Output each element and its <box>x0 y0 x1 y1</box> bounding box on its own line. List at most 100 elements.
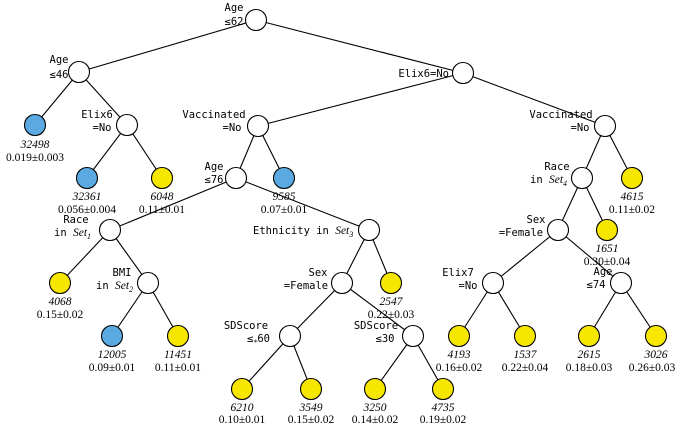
node-race-set4 <box>570 166 594 190</box>
leaf-32361 <box>75 166 99 190</box>
edge <box>557 229 622 284</box>
split-label: BMI <box>113 267 132 279</box>
node-elix6-b <box>115 113 139 137</box>
leaf-1651 <box>595 218 619 242</box>
leaf-count: 4615 <box>621 191 644 203</box>
leaf-count: 12005 <box>98 349 127 361</box>
split-label: =Female <box>284 280 328 292</box>
leaf-value: 0.07±0.01 <box>261 204 308 216</box>
leaf-3250 <box>363 377 387 401</box>
leaf-count: 4193 <box>448 349 471 361</box>
edge <box>109 177 237 231</box>
node-ethnicity <box>357 218 381 242</box>
node-age74 <box>609 271 633 295</box>
leaf-count: 6048 <box>151 191 174 203</box>
node-sex-right <box>546 218 570 242</box>
node-race-set1 <box>98 218 122 242</box>
split-label: =No <box>93 122 112 134</box>
split-label: =No <box>459 280 478 292</box>
leaf-3026 <box>644 324 668 348</box>
leaf-value: 0.15±0.02 <box>288 414 335 426</box>
split-label: in Set1 <box>54 227 91 241</box>
leaf-count: 6210 <box>231 402 254 414</box>
split-label: =No <box>223 122 242 134</box>
edge <box>462 72 606 127</box>
leaf-value: 0.11±0.01 <box>155 362 201 374</box>
split-label: in Set2 <box>96 280 133 294</box>
edge <box>34 71 80 126</box>
leaf-count: 2615 <box>578 349 601 361</box>
leaf-count: 32361 <box>72 191 102 203</box>
edge <box>492 229 559 284</box>
edge <box>86 124 128 179</box>
split-label: Race <box>544 161 569 173</box>
leaf-2615 <box>577 324 601 348</box>
split-label: Sex <box>309 267 328 279</box>
leaf-value: 0.22±0.04 <box>502 362 549 374</box>
leaf-12005 <box>100 324 124 348</box>
leaf-count: 3250 <box>363 402 387 414</box>
split-label: ≤*60 <box>247 333 270 347</box>
leaf-count: 1651 <box>596 243 619 255</box>
split-label: in Set4 <box>530 174 567 188</box>
split-label: ≤74 <box>587 279 606 291</box>
internal-nodes <box>67 8 633 348</box>
split-label: =Female <box>499 227 543 239</box>
leaf-value: 0.10±0.01 <box>219 414 266 426</box>
split-label: Elix6 <box>81 109 113 121</box>
leaf-nodes <box>23 113 668 401</box>
node-vaccinated-left <box>246 114 270 138</box>
node-elix6-no <box>451 61 475 85</box>
leaf-value: 0.16±0.02 <box>436 362 483 374</box>
split-labels: Age ≤62 Age ≤46 Elix6=No Elix6 =No Vacci… <box>50 2 613 347</box>
leaf-1537 <box>513 324 537 348</box>
split-label: Age <box>225 2 244 14</box>
leaf-value: 0.14±0.02 <box>352 414 399 426</box>
leaf-6048 <box>150 166 174 190</box>
leaf-count: 32498 <box>20 139 50 151</box>
node-sex-left <box>330 271 354 295</box>
edge <box>78 19 257 73</box>
split-label: ≤62 <box>225 16 244 28</box>
leaf-count: 3549 <box>299 402 323 414</box>
split-label: Vaccinated <box>529 109 592 121</box>
node-vaccinated-right <box>593 114 617 138</box>
leaf-2547 <box>379 271 403 295</box>
leaf-value: 0.056±0.004 <box>58 204 116 216</box>
leaf-32498 <box>23 113 47 137</box>
leaf-value: 0.19±0.02 <box>420 414 467 426</box>
leaf-count: 2547 <box>380 296 404 308</box>
split-label: ≤76 <box>205 174 224 186</box>
leaf-count: 1537 <box>514 349 538 361</box>
node-elix7 <box>481 271 505 295</box>
split-label: Age <box>594 266 613 278</box>
leaf-count: 11451 <box>164 349 192 361</box>
edge <box>257 72 464 127</box>
leaf-4068 <box>48 271 72 295</box>
leaf-6210 <box>230 377 254 401</box>
split-label: Elix7 <box>442 267 474 279</box>
edge <box>235 177 370 231</box>
edge <box>59 229 111 284</box>
node-sdscore60 <box>278 324 302 348</box>
leaf-value: 0.22±0.03 <box>368 309 415 321</box>
leaf-4193 <box>447 324 471 348</box>
leaf-9585 <box>272 166 296 190</box>
leaf-11451 <box>166 324 190 348</box>
split-label: SDScore <box>224 320 268 332</box>
leaf-value: 0.30±0.04 <box>584 256 631 268</box>
split-label: Sex <box>527 214 546 226</box>
split-label: ≤30 <box>376 333 395 345</box>
leaf-count: 3026 <box>644 349 668 361</box>
split-label: SDScore <box>354 320 398 332</box>
leaf-labels: 32498 0.019±0.003 32361 0.056±0.004 6048… <box>6 139 676 426</box>
edge <box>241 335 291 390</box>
split-label: Elix6=No <box>398 68 449 80</box>
edge <box>255 19 464 74</box>
edge <box>289 282 343 337</box>
split-label: ≤46 <box>50 69 69 81</box>
leaf-value: 0.09±0.01 <box>89 362 136 374</box>
leaf-4615 <box>620 166 644 190</box>
tree-edges <box>34 19 657 390</box>
